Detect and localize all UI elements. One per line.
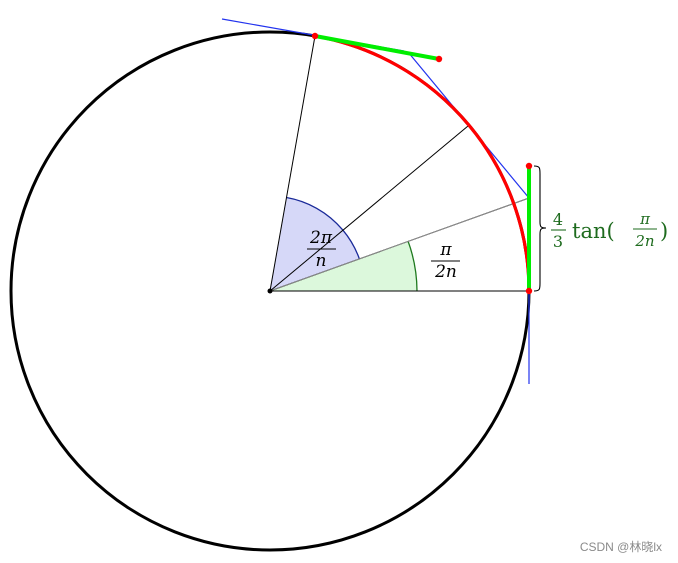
half-angle-denominator: 2n <box>434 262 457 282</box>
center-point <box>267 288 273 294</box>
coefficient-denominator: 3 <box>553 232 563 251</box>
radius-to-arc-end <box>269 35 316 292</box>
full-angle-label: 2π n <box>307 228 336 271</box>
full-angle-denominator: n <box>316 251 327 271</box>
arc-start-point <box>525 287 533 295</box>
half-angle-wedge <box>270 241 417 291</box>
half-angle-arc <box>407 240 418 292</box>
full-angle-numerator: 2π <box>309 228 333 248</box>
tangent-length-label: 4 3 tan( π 2n ) <box>551 210 668 251</box>
curly-brace <box>533 165 547 292</box>
argument-numerator: π <box>639 210 651 228</box>
half-angle-label: π 2n <box>431 240 460 282</box>
gray-guide-line <box>269 197 530 292</box>
argument-denominator: 2n <box>634 232 654 250</box>
bisector-line <box>269 125 469 292</box>
control-point-start <box>525 162 533 170</box>
half-angle-numerator: π <box>439 240 452 260</box>
approximated-arc <box>314 34 531 292</box>
close-paren: ) <box>660 219 668 243</box>
control-point-end <box>435 55 443 63</box>
watermark: CSDN @林晓lx <box>579 540 662 554</box>
arc-end-point <box>311 32 319 40</box>
coefficient-numerator: 4 <box>553 210 563 229</box>
tangent-function-name: tan( <box>572 219 615 243</box>
control-segment-end <box>314 34 440 61</box>
